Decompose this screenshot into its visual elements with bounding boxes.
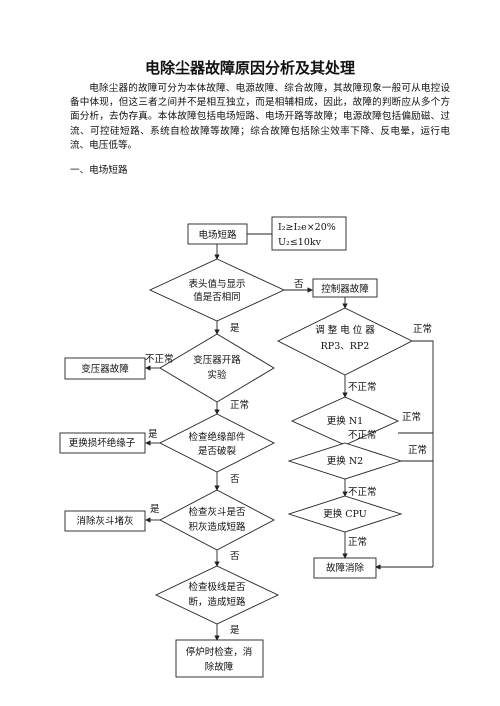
label-normal-r1: 正常 bbox=[413, 323, 432, 335]
label-normal-r3: 正常 bbox=[408, 444, 427, 456]
decision-insulator bbox=[159, 413, 275, 473]
label-no-3: 否 bbox=[230, 551, 240, 562]
clear-hopper-text: 消除灰斗堵灰 bbox=[76, 515, 133, 527]
transformer-fault-box bbox=[64, 357, 146, 380]
decision-hopper bbox=[159, 489, 275, 551]
decision-potentiometer bbox=[276, 307, 414, 376]
r1-line1: 调 整 电 位 器 bbox=[315, 324, 375, 336]
label-no-1: 否 bbox=[294, 279, 304, 290]
d3-line1: 检查绝缘部件 bbox=[188, 431, 246, 443]
replace-insulator-text: 更换损坏绝缘子 bbox=[69, 437, 136, 449]
document-title: 电除尘器故障原因分析及其处理 bbox=[144, 59, 355, 77]
branch-labels: 否 是 不正常 正常 是 否 是 否 是 正常 不正常 正常 不正常 正常 不正… bbox=[145, 279, 432, 636]
label-abnormal-r1: 不正常 bbox=[348, 381, 377, 393]
transformer-fault-text: 变压器故障 bbox=[81, 363, 129, 375]
d1-line2: 值是否相同 bbox=[193, 291, 241, 303]
decision-replace-cpu bbox=[287, 495, 403, 533]
label-abnormal-r3: 不正常 bbox=[348, 486, 377, 498]
d4-line2: 积灰造成短路 bbox=[188, 521, 246, 533]
r3-text: 更换 N2 bbox=[327, 455, 363, 467]
label-yes-3: 是 bbox=[150, 504, 160, 515]
label-normal-r4: 正常 bbox=[348, 536, 367, 548]
decision-transformer-test bbox=[159, 333, 275, 403]
stop-check-line2: 除故障 bbox=[205, 661, 234, 673]
fault-cleared-text: 故障消除 bbox=[326, 562, 365, 574]
label-normal-1: 正常 bbox=[230, 399, 249, 411]
decision-meter-value bbox=[148, 258, 286, 322]
label-normal-r2: 正常 bbox=[402, 411, 421, 423]
controller-fault-box bbox=[312, 278, 378, 298]
label-abnormal-r2: 不正常 bbox=[348, 429, 377, 441]
controller-fault-text: 控制器故障 bbox=[321, 283, 369, 295]
replace-insulator-box bbox=[59, 432, 146, 454]
label-yes-1: 是 bbox=[230, 323, 240, 334]
d5-line2: 断，造成短路 bbox=[188, 596, 246, 608]
section-heading: 一、电场短路 bbox=[70, 165, 128, 176]
decision-wire bbox=[154, 565, 280, 625]
d2-line1: 变压器开路 bbox=[193, 354, 241, 366]
condition-box bbox=[271, 216, 347, 251]
stop-check-line1: 停炉时检查，消 bbox=[186, 646, 253, 658]
d3-line2: 是否破裂 bbox=[198, 445, 237, 457]
r1-line2: RP3、RP2 bbox=[321, 341, 370, 352]
intro-paragraph: 电除尘器的故障可分为本体故障、电源故障、综合故障，其故障现象一般可从电控设备中体… bbox=[70, 83, 450, 151]
label-yes-4: 是 bbox=[230, 625, 240, 636]
d5-line1: 检查极线是否 bbox=[188, 581, 246, 593]
stop-check-box bbox=[175, 639, 264, 678]
fault-cleared-box bbox=[313, 557, 377, 579]
d4-line1: 检查灰斗是否 bbox=[188, 506, 246, 518]
label-yes-2: 是 bbox=[148, 429, 158, 440]
label-abnormal-1: 不正常 bbox=[145, 353, 174, 365]
d2-line2: 实验 bbox=[207, 369, 227, 381]
condition-text-1: I₂≥I₂e×20% bbox=[278, 222, 336, 233]
start-text: 电场短路 bbox=[198, 229, 237, 241]
clear-hopper-box bbox=[64, 510, 146, 532]
r2-text: 更换 N1 bbox=[327, 415, 363, 427]
start-box bbox=[187, 223, 248, 245]
r4-text: 更换 CPU bbox=[323, 508, 367, 520]
decision-replace-n2 bbox=[287, 442, 403, 480]
d1-line1: 表头值与显示 bbox=[188, 278, 245, 290]
label-no-2: 否 bbox=[230, 474, 240, 485]
condition-text-2: U₂≤10kv bbox=[278, 237, 322, 248]
